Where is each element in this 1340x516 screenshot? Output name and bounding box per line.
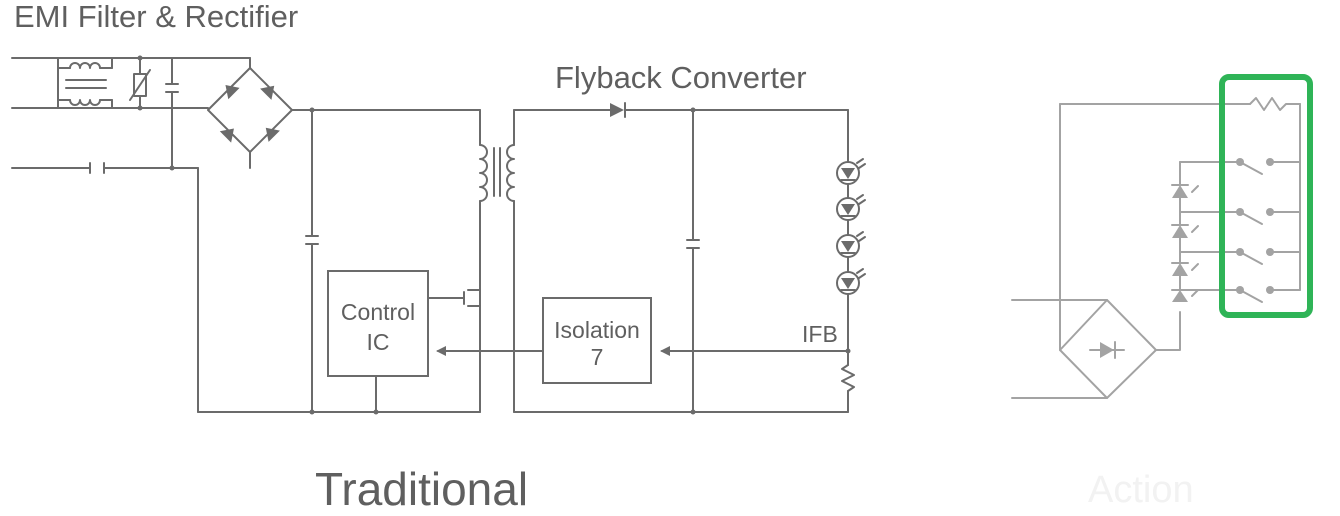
- isolation-box: [542, 297, 652, 384]
- led-icon: [836, 194, 866, 221]
- led-icon: [1171, 224, 1199, 238]
- led-icon: [836, 268, 866, 295]
- bridge-rectifier-icon: [197, 57, 293, 169]
- emi-filter-title: EMI Filter & Rectifier: [14, 0, 298, 34]
- control-ic-label-line1: Control: [341, 299, 415, 325]
- primary-side: Control IC: [197, 109, 515, 415]
- capacitor-icon: [305, 235, 319, 245]
- diode-icon: [610, 102, 626, 118]
- led-icon: [1171, 184, 1199, 198]
- transformer-icon: [479, 144, 515, 202]
- isolation-label-line2: 7: [591, 344, 604, 370]
- led-icon: [1171, 262, 1199, 276]
- switch-icon: [1236, 208, 1274, 225]
- emi-filter: [11, 55, 481, 413]
- control-ic-label-line2: IC: [367, 329, 390, 355]
- flyback-converter-title: Flyback Converter: [555, 60, 807, 95]
- ifb-label: IFB: [802, 321, 838, 347]
- highlight-box: [1219, 74, 1313, 318]
- mosfet-icon: [427, 289, 481, 413]
- switch-icon: [1236, 248, 1274, 265]
- switch-icon: [1236, 158, 1274, 175]
- isolation-label-line1: Isolation: [554, 317, 640, 343]
- capacitor-icon: [686, 239, 700, 249]
- traditional-label: Traditional: [315, 463, 528, 515]
- led-icon: [836, 158, 866, 185]
- switch-icon: [1236, 286, 1274, 303]
- led-icon: [836, 231, 866, 258]
- led-icon: [1171, 289, 1199, 302]
- capacitor-icon: [89, 162, 105, 174]
- capacitor-icon: [165, 57, 179, 169]
- resistor-icon: [1249, 97, 1301, 111]
- varistor-icon: [129, 57, 151, 109]
- secondary-side: IFB Isolation 7: [436, 102, 866, 415]
- bridge-rectifier-icon: [1059, 299, 1157, 399]
- control-ic-box: [327, 270, 429, 377]
- inductor-icon: [57, 62, 113, 106]
- action-label: Action: [1088, 469, 1194, 511]
- action-circuit: [1011, 74, 1313, 399]
- resistor-icon: [841, 364, 855, 392]
